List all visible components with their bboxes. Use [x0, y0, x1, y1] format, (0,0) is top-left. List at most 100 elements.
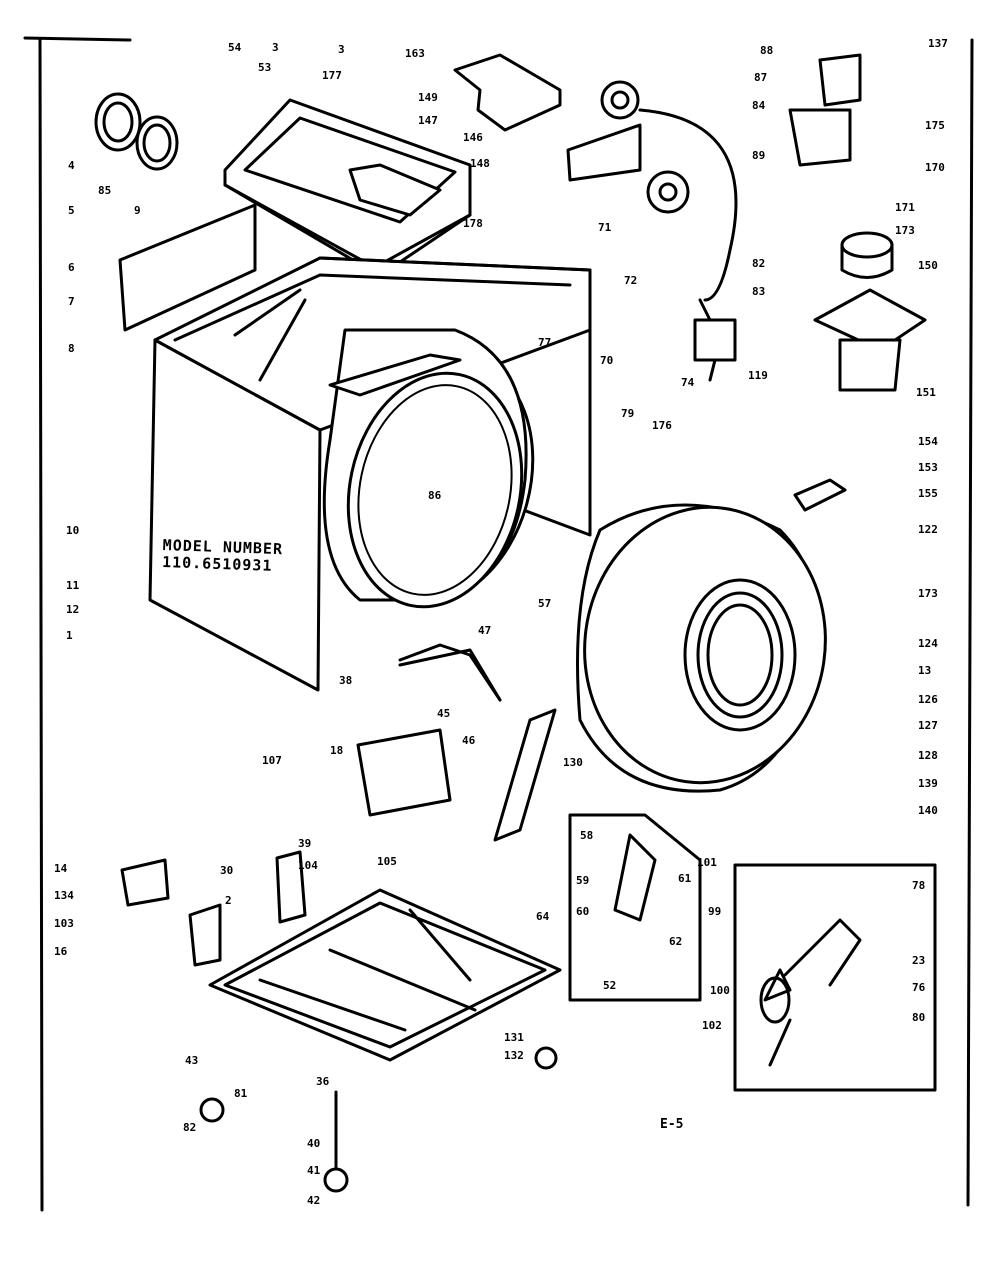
callout-42: 42 [307, 1194, 321, 1207]
lint-filter-lid [453, 53, 562, 132]
right-border-line [966, 38, 974, 1207]
top-console-assembly [223, 98, 472, 272]
callout-83: 83 [752, 285, 766, 298]
callout-149: 149 [418, 91, 438, 104]
callout-107: 107 [262, 754, 282, 767]
callout-64: 64 [536, 910, 550, 923]
callout-102: 102 [702, 1019, 722, 1032]
callout-77: 77 [538, 336, 552, 349]
callout-131: 131 [504, 1031, 524, 1044]
callout-124: 124 [918, 637, 938, 650]
callout-86: 86 [428, 489, 442, 502]
callout-87: 87 [754, 71, 768, 84]
callout-3b: 3 [338, 43, 345, 56]
leveling-foot [199, 1097, 225, 1123]
callout-84: 84 [752, 99, 766, 112]
callout-175: 175 [925, 119, 945, 132]
callout-62: 62 [669, 935, 683, 948]
callout-82: 82 [752, 257, 766, 270]
callout-12: 12 [66, 603, 80, 616]
switch-bracket [188, 903, 222, 967]
belt-guide [793, 478, 847, 512]
callout-148: 148 [470, 157, 490, 170]
thermostat [275, 850, 307, 924]
callout-126: 126 [918, 693, 938, 706]
duct-connector [818, 53, 862, 107]
callout-147: 147 [418, 114, 438, 127]
callout-79: 79 [621, 407, 635, 420]
callout-38: 38 [339, 674, 353, 687]
callout-171: 171 [895, 201, 915, 214]
callout-78: 78 [912, 879, 926, 892]
callout-40: 40 [307, 1137, 321, 1150]
callout-18: 18 [330, 744, 344, 757]
terminal-block [120, 858, 170, 907]
top-border-line [23, 36, 132, 42]
callout-100: 100 [710, 984, 730, 997]
callout-45: 45 [437, 707, 451, 720]
callout-154: 154 [918, 435, 938, 448]
callout-103: 103 [54, 917, 74, 930]
callout-81: 81 [234, 1087, 248, 1100]
callout-5: 5 [68, 204, 75, 217]
callout-132: 132 [504, 1049, 524, 1062]
leveling-foot-2 [323, 1167, 349, 1193]
callout-1a: 1 [66, 629, 73, 642]
callout-153: 153 [918, 461, 938, 474]
callout-36: 36 [316, 1075, 330, 1088]
callout-127: 127 [918, 719, 938, 732]
callout-59: 59 [576, 874, 590, 887]
idler-detail-box [568, 813, 702, 1002]
callout-176: 176 [652, 419, 672, 432]
cabinet-side [318, 256, 592, 537]
rear-panel [118, 203, 257, 332]
callout-57: 57 [538, 597, 552, 610]
motor-blower-assembly [566, 53, 927, 392]
callout-61: 61 [678, 872, 692, 885]
callout-53: 53 [258, 61, 272, 74]
callout-88: 88 [760, 44, 774, 57]
callout-76: 76 [912, 981, 926, 994]
callout-74: 74 [681, 376, 695, 389]
rear-rail [493, 708, 557, 842]
callout-140: 140 [918, 804, 938, 817]
callout-3a: 3 [272, 41, 279, 54]
callout-80: 80 [912, 1011, 926, 1024]
callout-137: 137 [928, 37, 948, 50]
callout-173b: 173 [918, 587, 938, 600]
callout-170: 170 [925, 161, 945, 174]
base-frame-assembly [208, 888, 562, 1062]
callout-146: 146 [463, 131, 483, 144]
callout-163: 163 [405, 47, 425, 60]
callout-99: 99 [708, 905, 722, 918]
leveling-foot-3 [534, 1046, 558, 1070]
callout-134: 134 [54, 889, 74, 902]
callout-47: 47 [478, 624, 492, 637]
callout-30: 30 [220, 864, 234, 877]
bulkhead-front-ring [583, 505, 827, 785]
callout-70: 70 [600, 354, 614, 367]
model-number-label: MODEL NUMBER 110.6510931 [162, 536, 284, 576]
callout-85: 85 [98, 184, 112, 197]
callout-41: 41 [307, 1164, 321, 1177]
callout-173a: 173 [895, 224, 915, 237]
callout-58: 58 [580, 829, 594, 842]
callout-72: 72 [624, 274, 638, 287]
callout-16: 16 [54, 945, 68, 958]
callout-7: 7 [68, 295, 75, 308]
front-bulkhead-assembly [576, 503, 827, 793]
heating-element-tube [398, 643, 502, 702]
callout-177: 177 [322, 69, 342, 82]
callout-13: 13 [918, 664, 932, 677]
callout-6: 6 [68, 261, 75, 274]
callout-54: 54 [228, 41, 242, 54]
callout-4: 4 [68, 159, 75, 172]
left-border-line [38, 38, 44, 1212]
callout-9: 9 [134, 204, 141, 217]
callout-151: 151 [916, 386, 936, 399]
callout-2: 2 [225, 894, 232, 907]
callout-14: 14 [54, 862, 68, 875]
drum-assembly [322, 328, 535, 609]
